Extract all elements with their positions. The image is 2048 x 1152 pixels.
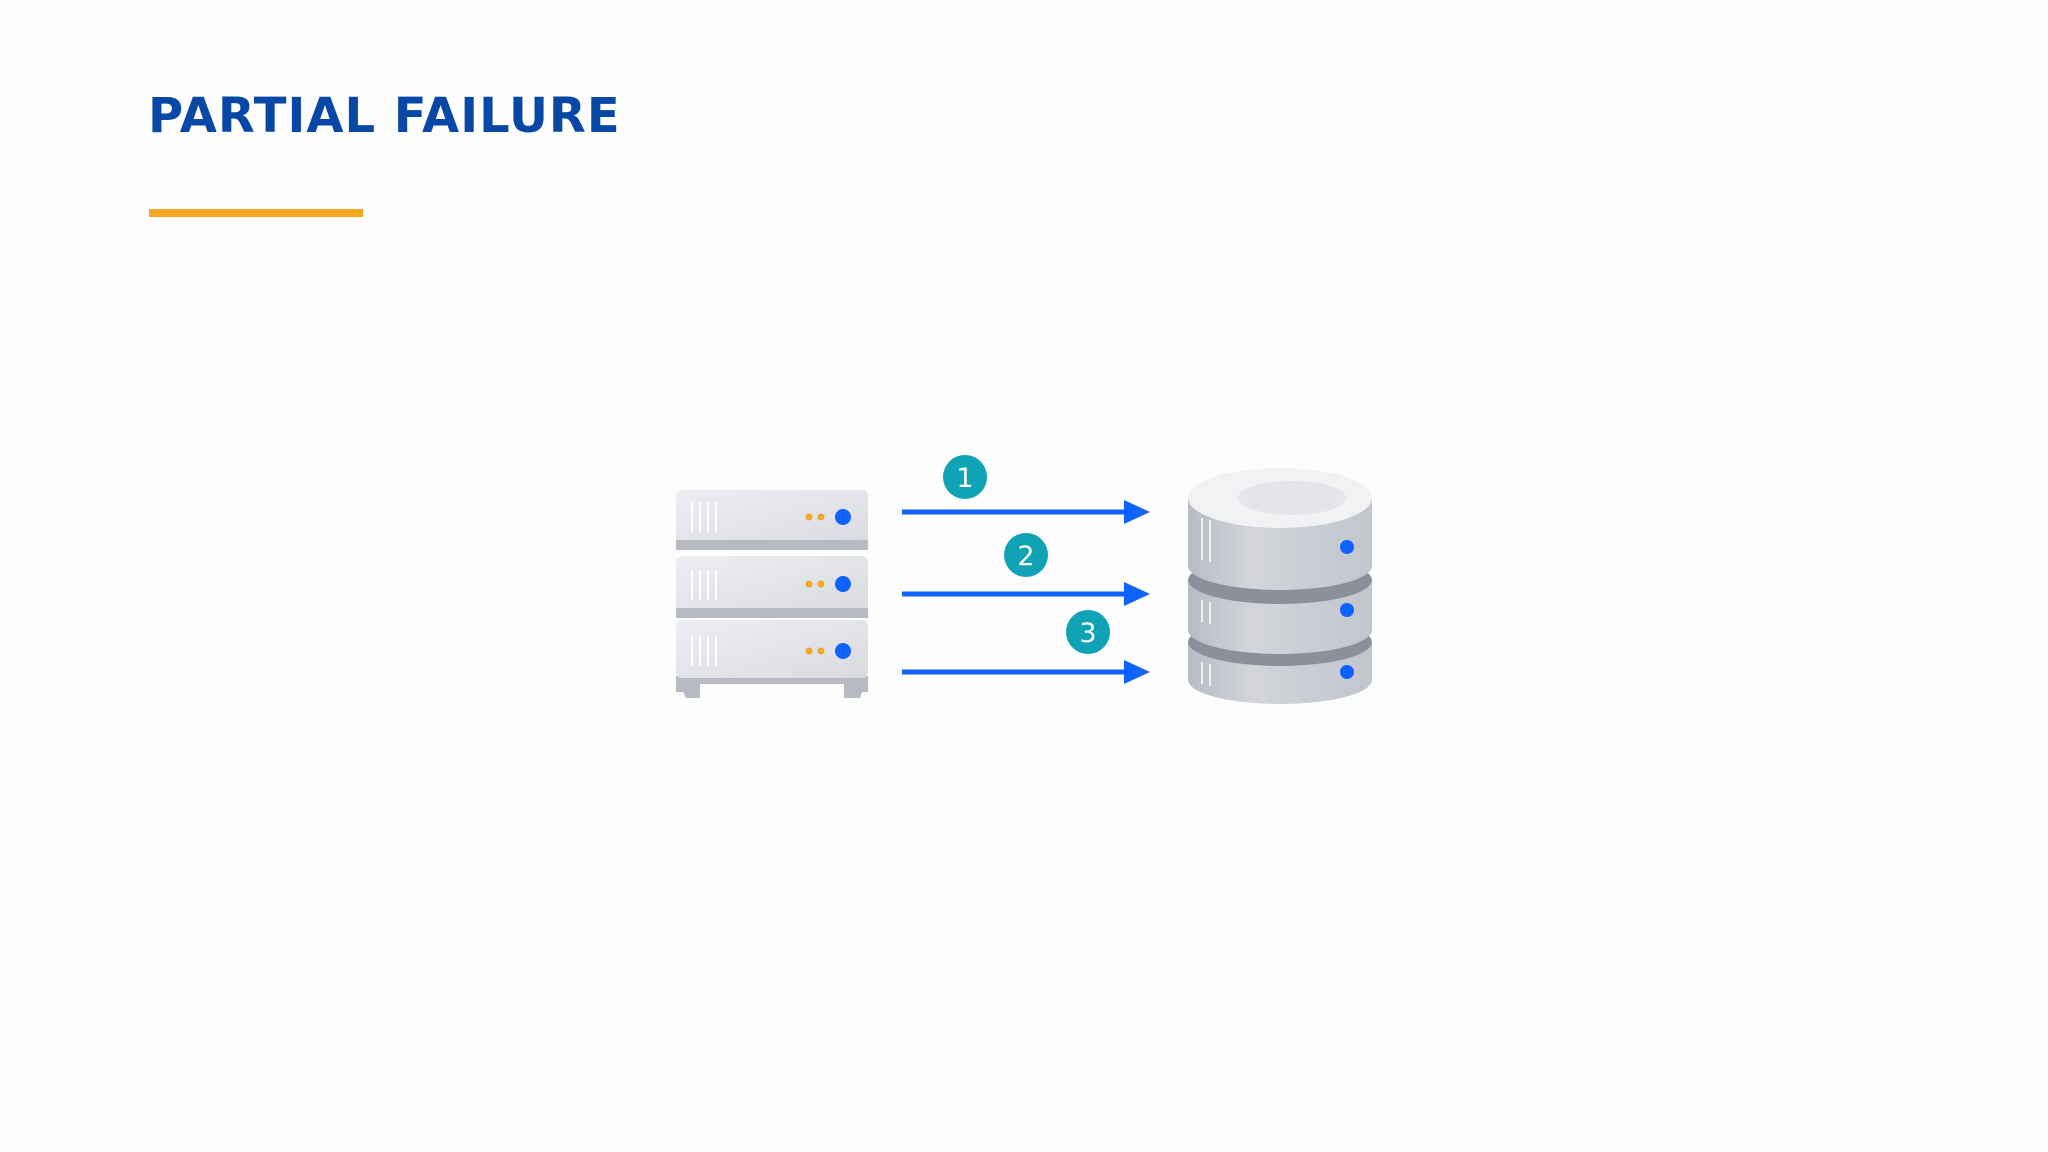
step-label: 1: [956, 463, 973, 494]
server-rack-icon: [676, 490, 868, 698]
step-label: 2: [1017, 541, 1034, 572]
arrow-3: [902, 660, 1150, 684]
step-badge-2: 2: [1004, 533, 1048, 577]
step-badge-1: 1: [943, 455, 987, 499]
arrow-1: [902, 500, 1150, 524]
server-unit: [676, 556, 868, 618]
page-title: PARTIAL FAILURE: [148, 88, 621, 144]
server-unit: [676, 620, 868, 678]
step-label: 3: [1079, 618, 1096, 649]
database-led: [1340, 603, 1354, 617]
server-unit: [676, 490, 868, 550]
step-badge-3: 3: [1066, 610, 1110, 654]
database-led: [1340, 540, 1354, 554]
server-base-cover: [700, 684, 844, 698]
database-icon: [1188, 468, 1372, 704]
title-underline: [149, 209, 363, 217]
database-led: [1340, 665, 1354, 679]
arrow-2: [902, 582, 1150, 606]
